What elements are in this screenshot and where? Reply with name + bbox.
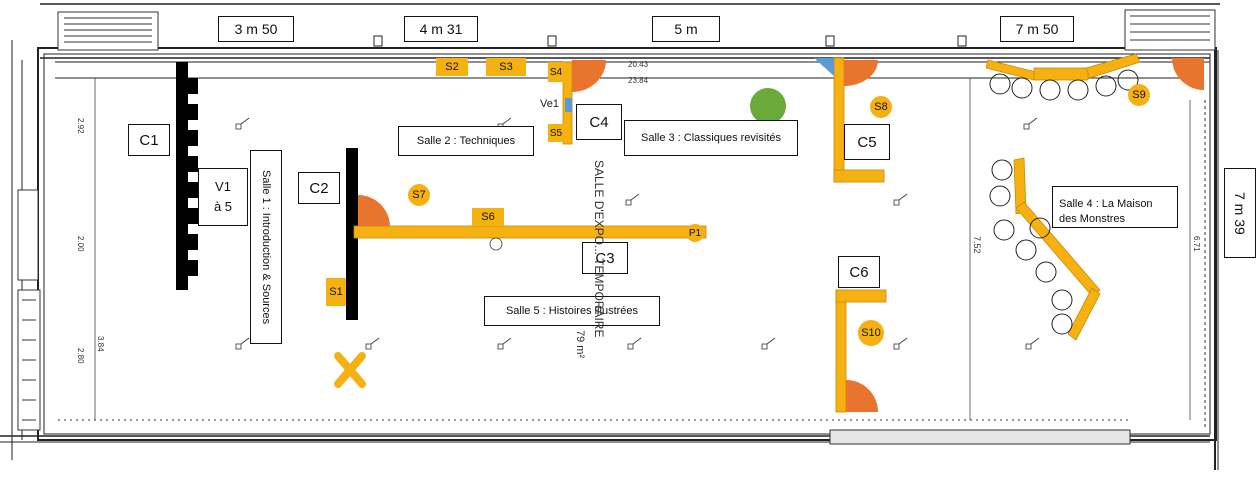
seating-circles	[989, 69, 1139, 335]
partitions	[353, 53, 1141, 413]
dimension-label-top-2: 4 m 31	[404, 16, 478, 42]
section-label-c4: C4	[576, 104, 622, 140]
room-label-salle-3: Salle 3 : Classiques revisités	[624, 120, 798, 156]
dimension-text-b: 23.84	[628, 76, 649, 85]
panel-label-v1: V1 à 5	[198, 168, 248, 226]
section-label-c6: C6	[838, 256, 880, 288]
dimension-label-top-4: 7 m 50	[1000, 16, 1074, 42]
x-marker-icon	[334, 352, 366, 388]
tree-icon	[750, 88, 786, 124]
blue-elements	[565, 58, 834, 112]
stand-s8: S8	[870, 96, 892, 118]
dimension-text-left-4: 2.80	[76, 348, 85, 364]
wall-c2	[346, 148, 358, 320]
hall-name: SALLE D'EXPO... TEMPORAIRE	[592, 160, 606, 338]
stand-s2: S2	[436, 58, 468, 76]
dimension-label-right: 7 m 39	[1224, 168, 1256, 258]
stand-s9: S9	[1128, 84, 1150, 106]
section-label-c5: C5	[844, 124, 890, 160]
stand-p1: P1	[686, 224, 704, 242]
section-label-c1: C1	[128, 124, 170, 156]
dimension-text-left-2: 2.00	[76, 236, 85, 252]
section-label-c2: C2	[298, 172, 340, 204]
stand-s10: S10	[858, 320, 884, 346]
dimension-label-top-1: 3 m 50	[218, 16, 294, 42]
dimension-text-right: 6.71	[1192, 236, 1201, 252]
dimension-text-a: 20.43	[628, 60, 649, 69]
stand-s5: S5	[548, 124, 564, 142]
door-swings	[358, 58, 1204, 412]
stand-s6: S6	[472, 208, 504, 226]
dimension-text-mid: 7.52	[972, 236, 982, 254]
dimension-lines	[94, 78, 1191, 420]
stand-s3: S3	[486, 58, 526, 76]
wall-hatching	[17, 9, 1216, 445]
room-label-salle-4: Salle 4 : La Maison des Monstres	[1052, 186, 1178, 228]
hall-area: 79 m²	[574, 330, 586, 359]
stand-s7: S7	[408, 184, 430, 206]
vitrine-label-ve1: Ve1	[540, 98, 559, 110]
dimension-text-left-1: 2.92	[76, 118, 85, 134]
room-label-salle-1: Salle 1 : Introduction & Sources	[250, 150, 282, 344]
stand-s1: S1	[326, 278, 346, 306]
dimension-text-left-3: 3.84	[96, 336, 105, 352]
room-label-salle-5: Salle 5 : Histoires illustrées	[484, 296, 660, 326]
wall-c1	[176, 62, 198, 290]
dimension-label-top-3: 5 m	[652, 16, 720, 42]
room-label-salle-2: Salle 2 : Techniques	[398, 126, 534, 156]
section-label-c3: C3	[582, 242, 628, 274]
top-notches	[373, 35, 967, 47]
stand-s4: S4	[548, 62, 564, 82]
